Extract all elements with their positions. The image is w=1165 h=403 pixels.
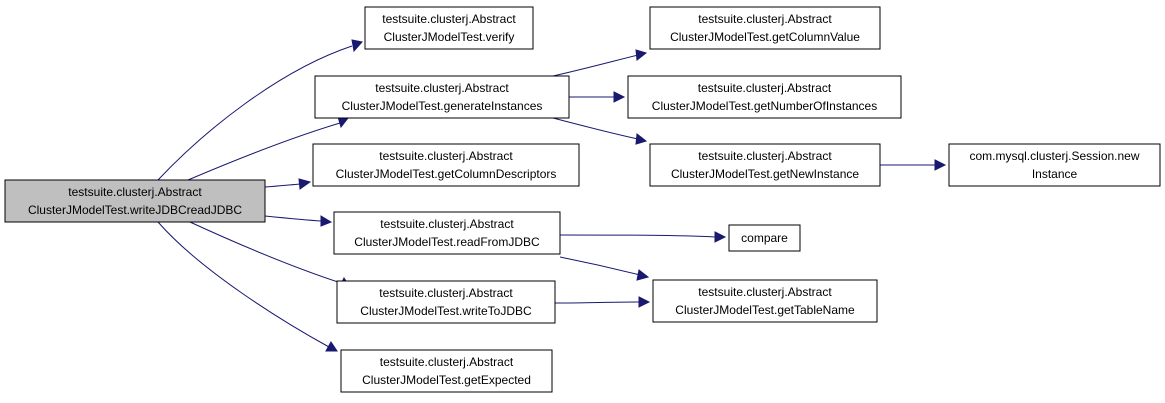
node-write-to-jdbc[interactable]: testsuite.clusterj.AbstractClusterJModel…: [336, 280, 556, 324]
node-compare[interactable]: compare: [728, 224, 801, 252]
node-label-line: ClusterJModelTest.getNumberOfInstances: [652, 99, 877, 113]
edge-generate-instances-to-get-new-instance: [552, 117, 648, 145]
edges: [157, 39, 947, 352]
node-generate-instances[interactable]: testsuite.clusterj.AbstractClusterJModel…: [314, 75, 570, 119]
node-box: [948, 143, 1161, 187]
edge-generate-instances-to-get-column-value: [552, 49, 648, 77]
edge-root-to-generate-instances: [187, 116, 349, 181]
edge-generate-instances-to-get-number-of-instances: [568, 91, 626, 103]
edge-line: [554, 301, 640, 304]
arrowhead-icon: [351, 39, 363, 53]
node-label-line: testsuite.clusterj.Abstract: [380, 217, 514, 231]
node-label-line: ClusterJModelTest.getColumnValue: [670, 30, 860, 44]
node-label-line: testsuite.clusterj.Abstract: [382, 12, 516, 26]
node-label-line: testsuite.clusterj.Abstract: [379, 149, 513, 163]
node-box: [314, 75, 570, 119]
edge-line: [264, 183, 301, 188]
arrowhead-icon: [635, 133, 648, 145]
node-label-line: testsuite.clusterj.Abstract: [68, 185, 202, 199]
node-box: [336, 280, 556, 324]
edge-read-from-jdbc-to-compare: [559, 231, 727, 243]
edge-line: [552, 117, 639, 140]
node-box: [649, 143, 881, 187]
edge-root-to-read-from-jdbc: [264, 215, 333, 227]
node-get-expected[interactable]: testsuite.clusterj.AbstractClusterJModel…: [340, 349, 553, 393]
arrowhead-icon: [934, 159, 947, 171]
node-label-line: Instance: [1032, 167, 1078, 181]
node-label-line: ClusterJModelTest.getNewInstance: [671, 167, 859, 181]
node-get-column-value[interactable]: testsuite.clusterj.AbstractClusterJModel…: [649, 6, 881, 50]
node-label-line: testsuite.clusterj.Abstract: [379, 286, 513, 300]
node-read-from-jdbc[interactable]: testsuite.clusterj.AbstractClusterJModel…: [333, 211, 561, 255]
node-label-line: testsuite.clusterj.Abstract: [698, 81, 832, 95]
node-label-line: testsuite.clusterj.Abstract: [380, 355, 514, 369]
node-label-line: testsuite.clusterj.Abstract: [375, 81, 509, 95]
arrowhead-icon: [714, 231, 727, 243]
node-box: [340, 349, 553, 393]
node-label-line: ClusterJModelTest.getColumnDescriptors: [336, 167, 557, 181]
edge-line: [187, 122, 341, 181]
node-box: [652, 279, 878, 323]
node-box: [649, 6, 881, 50]
arrowhead-icon: [635, 49, 648, 61]
nodes: testsuite.clusterj.AbstractClusterJModel…: [4, 6, 1161, 393]
node-box: [728, 224, 801, 252]
node-label-line: testsuite.clusterj.Abstract: [698, 12, 832, 26]
edge-root-to-verify: [157, 39, 363, 181]
node-label-line: ClusterJModelTest.readFromJDBC: [354, 235, 540, 249]
node-box: [4, 179, 266, 223]
edge-line: [559, 234, 716, 238]
edge-line: [559, 256, 641, 276]
arrowhead-icon: [613, 91, 626, 103]
edge-line: [189, 221, 342, 284]
node-label-line: ClusterJModelTest.generateInstances: [342, 99, 543, 113]
arrowhead-icon: [325, 341, 338, 352]
edge-read-from-jdbc-to-get-table-name: [559, 256, 650, 281]
edge-line: [552, 54, 639, 77]
edge-write-to-jdbc-to-get-table-name: [554, 296, 651, 308]
edge-line: [157, 221, 330, 348]
edge-root-to-get-expected: [157, 221, 338, 352]
node-get-new-instance[interactable]: testsuite.clusterj.AbstractClusterJModel…: [649, 143, 881, 187]
node-box: [312, 143, 580, 187]
node-label-line: com.mysql.clusterj.Session.new: [969, 149, 1139, 163]
node-root: testsuite.clusterj.AbstractClusterJModel…: [4, 179, 266, 223]
arrowhead-icon: [298, 178, 312, 190]
node-box: [364, 6, 534, 50]
node-label-line: ClusterJModelTest.writeToJDBC: [360, 304, 532, 318]
arrowhead-icon: [320, 215, 333, 227]
edge-root-to-write-to-jdbc: [189, 221, 351, 289]
node-label-line: ClusterJModelTest.getExpected: [362, 373, 531, 387]
node-box: [333, 211, 561, 255]
arrowhead-icon: [636, 269, 650, 281]
node-box: [627, 75, 902, 119]
arrowhead-icon: [638, 296, 651, 308]
edge-root-to-get-column-descriptors: [264, 178, 312, 190]
node-get-table-name[interactable]: testsuite.clusterj.AbstractClusterJModel…: [652, 279, 878, 323]
edge-line: [157, 45, 353, 181]
edge-line: [264, 215, 322, 222]
node-label-line: testsuite.clusterj.Abstract: [698, 285, 832, 299]
edge-get-new-instance-to-session-new-instance: [880, 159, 947, 171]
node-verify[interactable]: testsuite.clusterj.AbstractClusterJModel…: [364, 6, 534, 50]
node-get-column-descriptors[interactable]: testsuite.clusterj.AbstractClusterJModel…: [312, 143, 580, 187]
node-label-line: ClusterJModelTest.getTableName: [675, 303, 855, 317]
node-label-line: ClusterJModelTest.verify: [384, 30, 515, 44]
node-label-line: compare: [741, 231, 788, 245]
node-label-line: ClusterJModelTest.writeJDBCreadJDBC: [28, 203, 242, 217]
node-label-line: testsuite.clusterj.Abstract: [698, 149, 832, 163]
node-get-number-of-instances[interactable]: testsuite.clusterj.AbstractClusterJModel…: [627, 75, 902, 119]
